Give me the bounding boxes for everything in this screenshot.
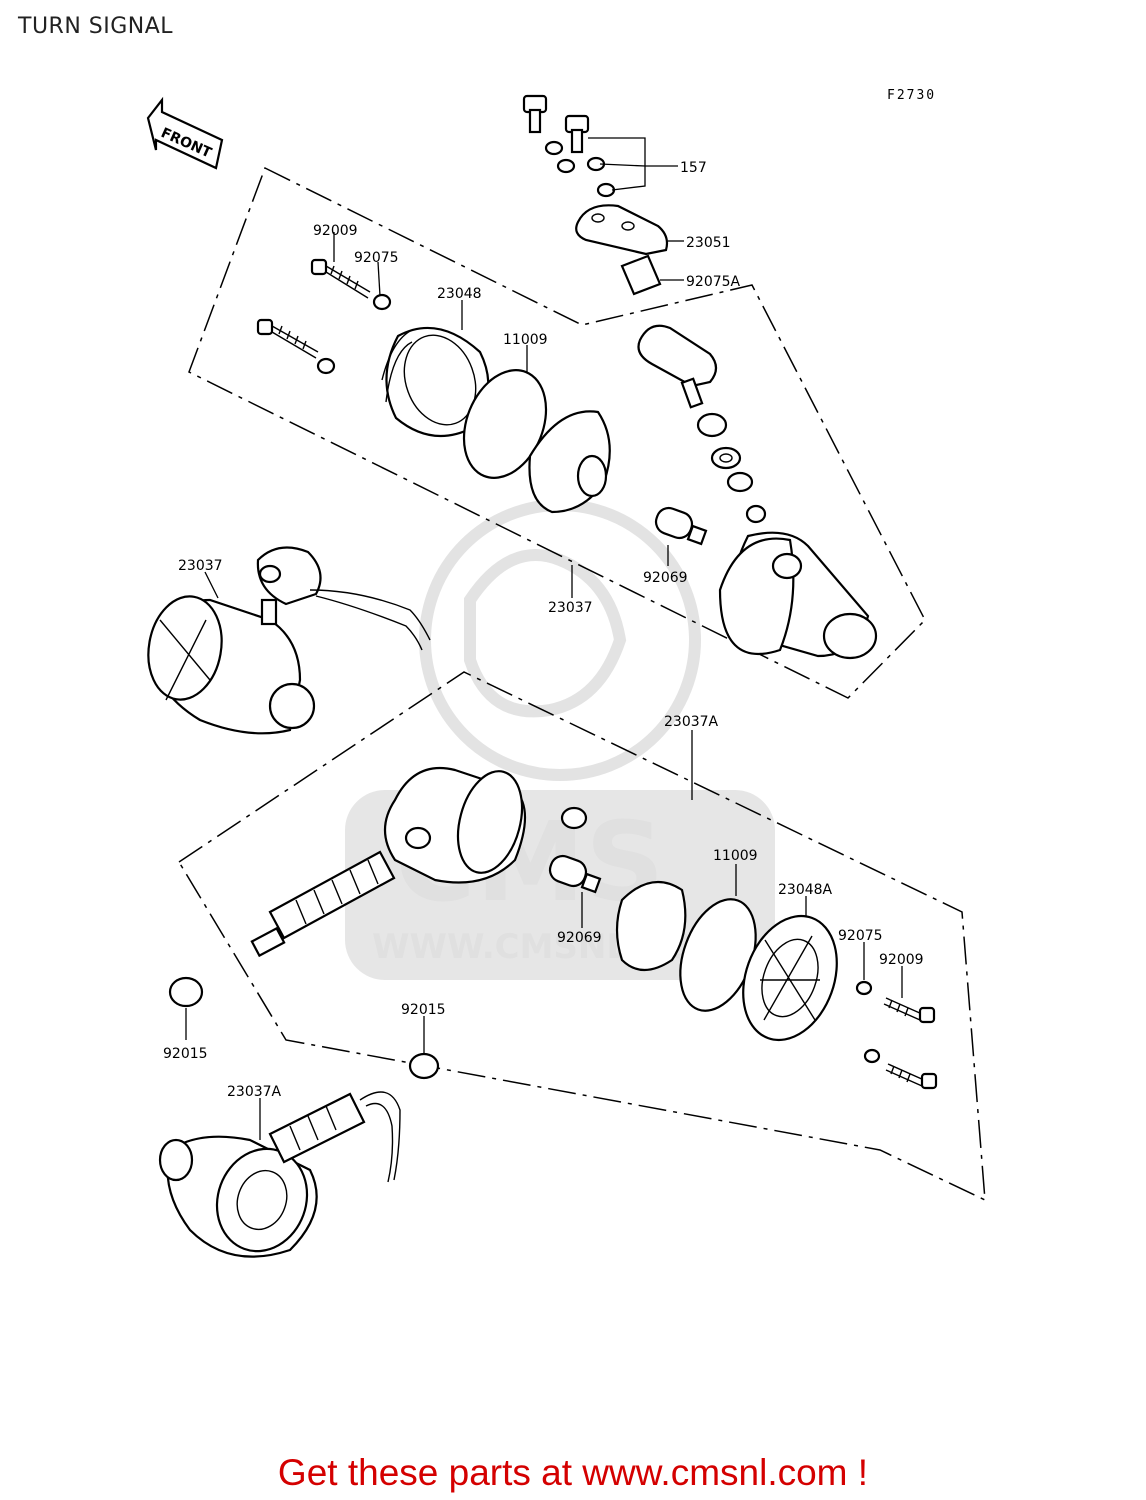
turn-signal-bracket xyxy=(637,324,718,388)
nut-bottom xyxy=(560,806,588,830)
clamp-23051 xyxy=(575,204,669,256)
bottom-assembly-boundary xyxy=(178,671,986,1202)
label-11009-top: 11009 xyxy=(503,332,548,348)
label-92075-top: 92075 xyxy=(354,250,399,266)
label-92015-bottom: 92015 xyxy=(401,1002,446,1018)
label-23048: 23048 xyxy=(437,286,482,302)
label-92069-top: 92069 xyxy=(643,570,688,586)
label-157: 157 xyxy=(680,160,707,176)
nut-92015-left xyxy=(168,976,204,1008)
label-23037-center: 23037 xyxy=(548,600,593,616)
footer-link-text[interactable]: Get these parts at www.cmsnl.com ! xyxy=(277,1452,869,1493)
ring-11009-top xyxy=(462,369,548,479)
page-title: TURN SIGNAL xyxy=(18,14,174,39)
label-92009-top: 92009 xyxy=(313,223,358,239)
bulb-92069-top xyxy=(654,506,708,546)
housing-top-right xyxy=(718,531,878,660)
assembled-signal-23037A xyxy=(158,1091,401,1258)
front-arrow-icon: FRONT xyxy=(146,96,224,170)
leader-23037-left xyxy=(204,571,219,599)
label-23037-left: 23037 xyxy=(178,558,223,574)
assembled-signal-23037 xyxy=(147,546,431,735)
top-assembly-boundary xyxy=(188,166,926,699)
lens-23048 xyxy=(381,326,490,438)
label-92015-left: 92015 xyxy=(163,1046,208,1062)
label-11009-bottom: 11009 xyxy=(713,848,758,864)
label-23048A: 23048A xyxy=(778,882,833,898)
bulb-92069-bottom xyxy=(548,854,602,894)
leader-157 xyxy=(588,137,678,191)
label-92075-bottom: 92075 xyxy=(838,928,883,944)
label-92069-bottom: 92069 xyxy=(557,930,602,946)
screws-92009-top xyxy=(256,258,371,359)
screws-92009-bottom xyxy=(883,997,938,1090)
label-23051: 23051 xyxy=(686,235,731,251)
nut-92015-bottom xyxy=(408,1052,440,1080)
washer-92075-bottom xyxy=(855,980,873,996)
housing-bottom xyxy=(384,766,526,884)
figure-code: F2730 xyxy=(887,88,936,103)
lens-23048A xyxy=(742,914,838,1042)
label-92009-bottom: 92009 xyxy=(879,952,924,968)
label-23037A-top: 23037A xyxy=(664,714,719,730)
rubber-92075A xyxy=(620,254,662,296)
leader-92075-top xyxy=(377,261,381,297)
mount-bolts xyxy=(522,94,616,198)
label-23037A-bottom: 23037A xyxy=(227,1084,282,1100)
label-92075A: 92075A xyxy=(686,274,741,290)
reflector-plate-bottom xyxy=(615,880,687,972)
threaded-stud xyxy=(250,850,396,958)
